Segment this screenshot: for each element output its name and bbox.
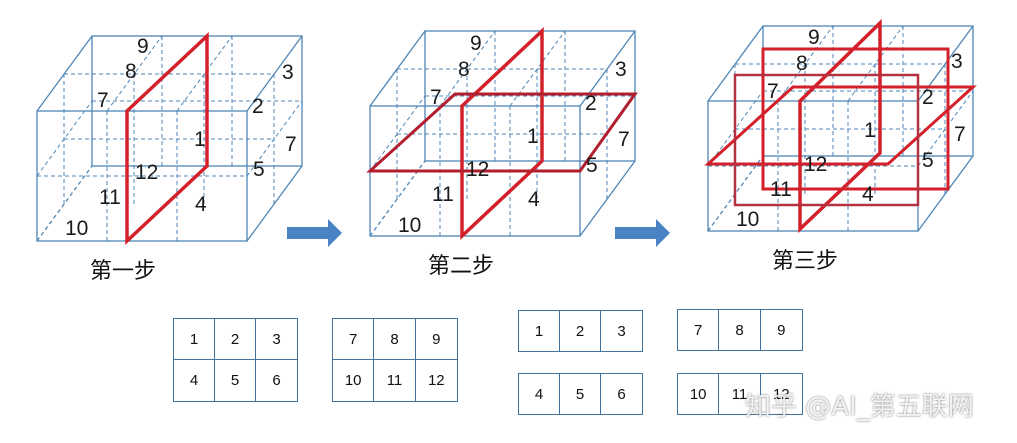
cube-number: 1 (194, 128, 206, 151)
table-cell: 11 (374, 360, 416, 401)
cube-number: 8 (458, 58, 470, 81)
cube-number: 2 (922, 86, 934, 109)
cube-number: 3 (615, 58, 627, 81)
cube-number: 10 (65, 217, 88, 240)
arrow-icon (615, 219, 670, 247)
cube-number: 10 (398, 214, 421, 237)
cube-number: 12 (804, 153, 827, 176)
cube-number: 5 (922, 149, 934, 172)
cube-number: 10 (736, 208, 759, 231)
arrow-icon (287, 219, 342, 247)
cube-number: 12 (135, 161, 158, 184)
cube-number: 12 (466, 158, 489, 181)
cube-number: 8 (796, 52, 808, 75)
cube-1: 9 8 3 7 2 1 7 12 5 11 4 10 (36, 31, 303, 246)
cube-number: 8 (125, 60, 137, 83)
cut-horizontal (704, 85, 977, 166)
cube-number: 2 (252, 95, 264, 118)
cube-number: 7 (430, 86, 442, 109)
step-label: 第二步 (428, 254, 494, 279)
cube-number: 9 (470, 32, 482, 55)
cube-number: 7 (97, 89, 109, 112)
watermark: 知乎 @AI_第五联网 (745, 392, 974, 422)
table-cell: 7 (678, 310, 720, 350)
table-cell: 5 (560, 374, 601, 414)
cube-2: 9 8 3 7 2 1 7 12 5 11 4 10 (366, 26, 638, 241)
table-cell: 2 (560, 311, 601, 351)
cut-front (733, 73, 920, 207)
result-table-2: 7 8 9 10 11 12 (332, 318, 458, 402)
table-cell: 12 (772, 385, 790, 403)
cube-number: 7 (954, 123, 966, 146)
result-table-5: 4 5 6 (518, 373, 643, 415)
cube-number: 4 (195, 193, 207, 216)
cube-number: 7 (285, 133, 297, 156)
result-table-3: 1 2 3 (518, 310, 643, 352)
cut-vertical (125, 31, 209, 246)
cube-number: 4 (528, 188, 540, 211)
table-cell: 3 (256, 319, 297, 360)
table-cell: 6 (617, 385, 626, 403)
cube-number: 3 (282, 61, 294, 84)
cube-number: 4 (862, 183, 874, 206)
cube-number: 11 (432, 183, 454, 206)
result-table-6: 10 11 12 (677, 373, 803, 415)
cube-number: 3 (951, 50, 963, 73)
table-cell: 3 (617, 322, 626, 340)
table-cell: 1 (519, 311, 560, 351)
table-cell: 11 (719, 374, 761, 414)
table-cell: 5 (215, 360, 256, 401)
table-cell: 10 (333, 360, 375, 401)
cube-number: 9 (137, 35, 149, 58)
cut-horizontal (366, 92, 638, 173)
cube-number: 11 (770, 178, 792, 201)
table-cell: 12 (427, 372, 445, 389)
cube-number: 1 (864, 119, 876, 142)
table-cell: 8 (374, 319, 416, 360)
result-table-1: 1 2 3 4 5 6 (173, 318, 298, 402)
table-cell: 6 (272, 372, 281, 389)
cube-number: 2 (585, 92, 597, 115)
table-cell: 1 (174, 319, 215, 360)
step-label: 第一步 (90, 259, 156, 284)
cube-number: 7 (767, 80, 779, 103)
cut-vertical (460, 26, 544, 241)
result-table-4: 7 8 9 (677, 309, 803, 351)
cube-number: 1 (527, 125, 539, 148)
table-cell: 10 (678, 374, 720, 414)
cube-number: 11 (99, 186, 121, 209)
table-cell: 8 (719, 310, 761, 350)
cube-number: 9 (808, 26, 820, 49)
table-cell: 2 (215, 319, 256, 360)
cube-3: 9 8 3 7 2 1 7 12 5 11 4 10 (704, 18, 977, 234)
step-label: 第三步 (772, 249, 838, 274)
table-cell: 9 (415, 319, 457, 360)
cube-number: 5 (253, 158, 265, 181)
table-cell: 4 (174, 360, 215, 401)
table-cell: 9 (777, 321, 786, 339)
cut-front-back (761, 47, 950, 191)
table-cell: 7 (333, 319, 375, 360)
cube-number: 5 (586, 154, 598, 177)
cube-number: 7 (618, 128, 630, 151)
table-cell: 4 (519, 374, 560, 414)
